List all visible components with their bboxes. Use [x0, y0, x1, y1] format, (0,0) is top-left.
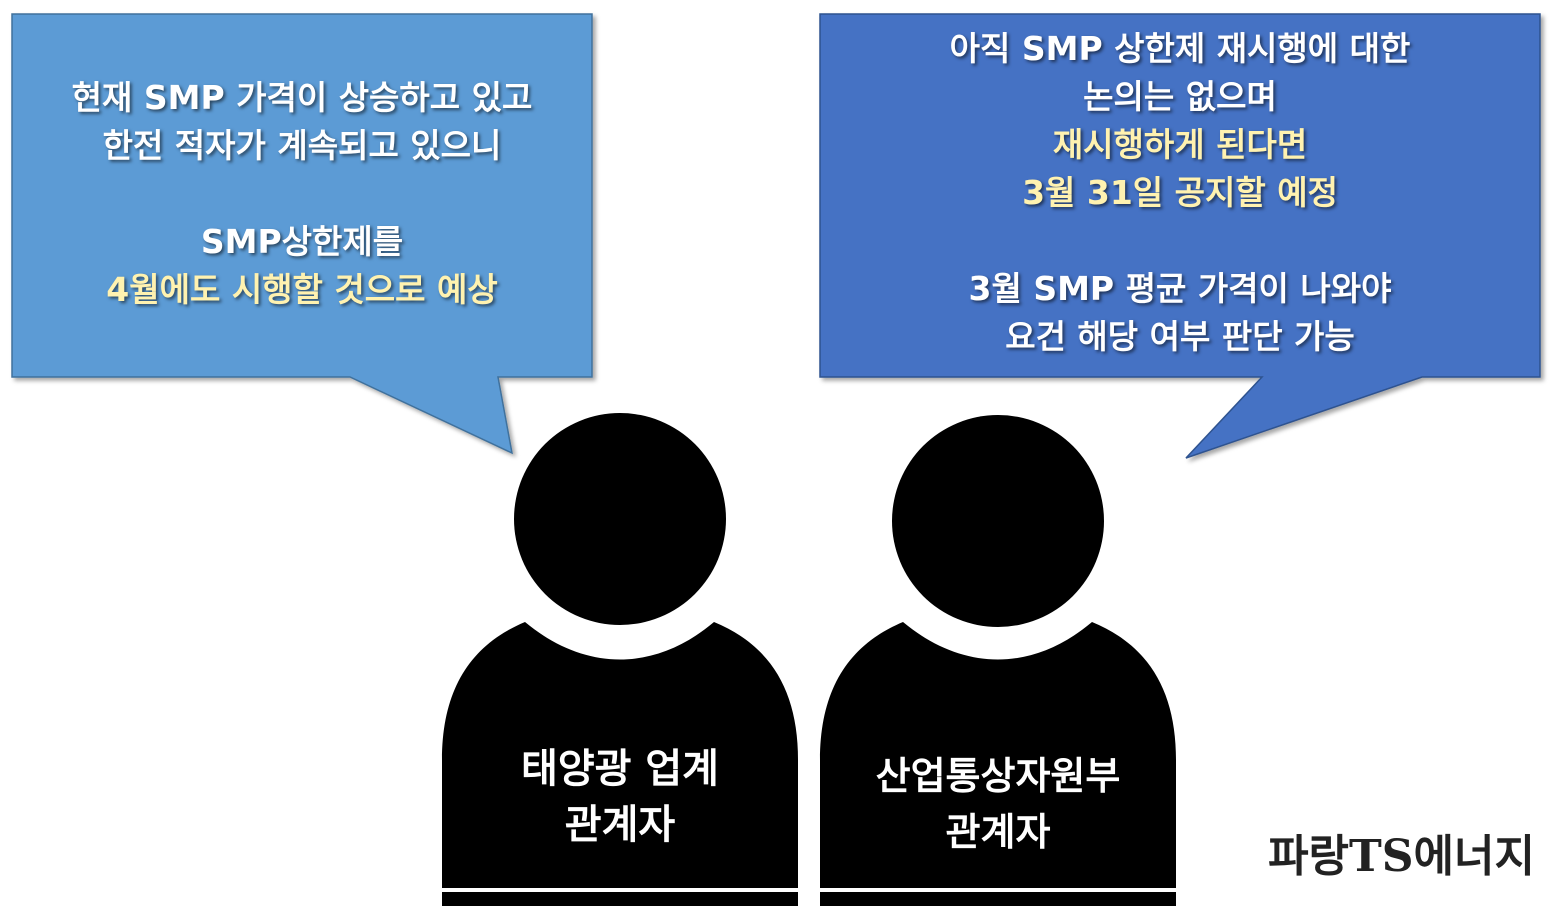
right-bubble-text: 아직 SMP 상한제 재시행에 대한 논의는 없으며 재시행하게 된다면 3월 … [822, 25, 1538, 361]
right-person-head [892, 415, 1104, 627]
left-speech-bubble [11, 13, 593, 455]
person-label-line: 관계자 [945, 810, 1051, 854]
left-bubble-shape [11, 13, 593, 455]
right-person-body [820, 622, 1176, 888]
right-bubble-highlight: 재시행하게 된다면 [1052, 125, 1308, 164]
left-bubble-line: 한전 적자가 계속되고 있으니 [102, 126, 502, 165]
spacer [822, 217, 1538, 265]
right-person-label: 산업통상자원부 관계자 [820, 748, 1176, 860]
left-person-head [514, 413, 726, 625]
person-label-line: 산업통상자원부 [875, 754, 1121, 798]
right-bubble-line: 3월 SMP 평균 가격이 나와야 [968, 269, 1392, 308]
spacer [14, 170, 590, 218]
watermark-logo-text: 파랑TS에너지 [1268, 831, 1535, 882]
left-bubble-highlight: 4월에도 시행할 것으로 예상 [106, 270, 498, 309]
right-bubble-highlight: 3월 31일 공지할 예정 [1022, 173, 1338, 212]
left-person-silhouette [442, 413, 798, 906]
left-bubble-line: SMP상한제를 [200, 222, 404, 261]
person-label-line: 태양광 업계 [521, 746, 719, 792]
right-speech-bubble [819, 13, 1541, 459]
person-label-line: 관계자 [564, 802, 676, 848]
right-bubble-line: 논의는 없으며 [1083, 77, 1277, 116]
right-person-silhouette [820, 415, 1176, 906]
right-bubble-line: 요건 해당 여부 판단 가능 [1005, 317, 1355, 356]
right-bubble-shape [819, 13, 1541, 459]
left-person-base [442, 892, 798, 906]
left-person-label: 태양광 업계 관계자 [442, 741, 798, 853]
right-person-base [820, 892, 1176, 906]
left-person-body [442, 622, 798, 888]
right-bubble-line: 아직 SMP 상한제 재시행에 대한 [949, 29, 1411, 68]
left-bubble-line: 현재 SMP 가격이 상승하고 있고 [71, 78, 533, 117]
left-bubble-text: 현재 SMP 가격이 상승하고 있고 한전 적자가 계속되고 있으니 SMP상한… [14, 74, 590, 314]
